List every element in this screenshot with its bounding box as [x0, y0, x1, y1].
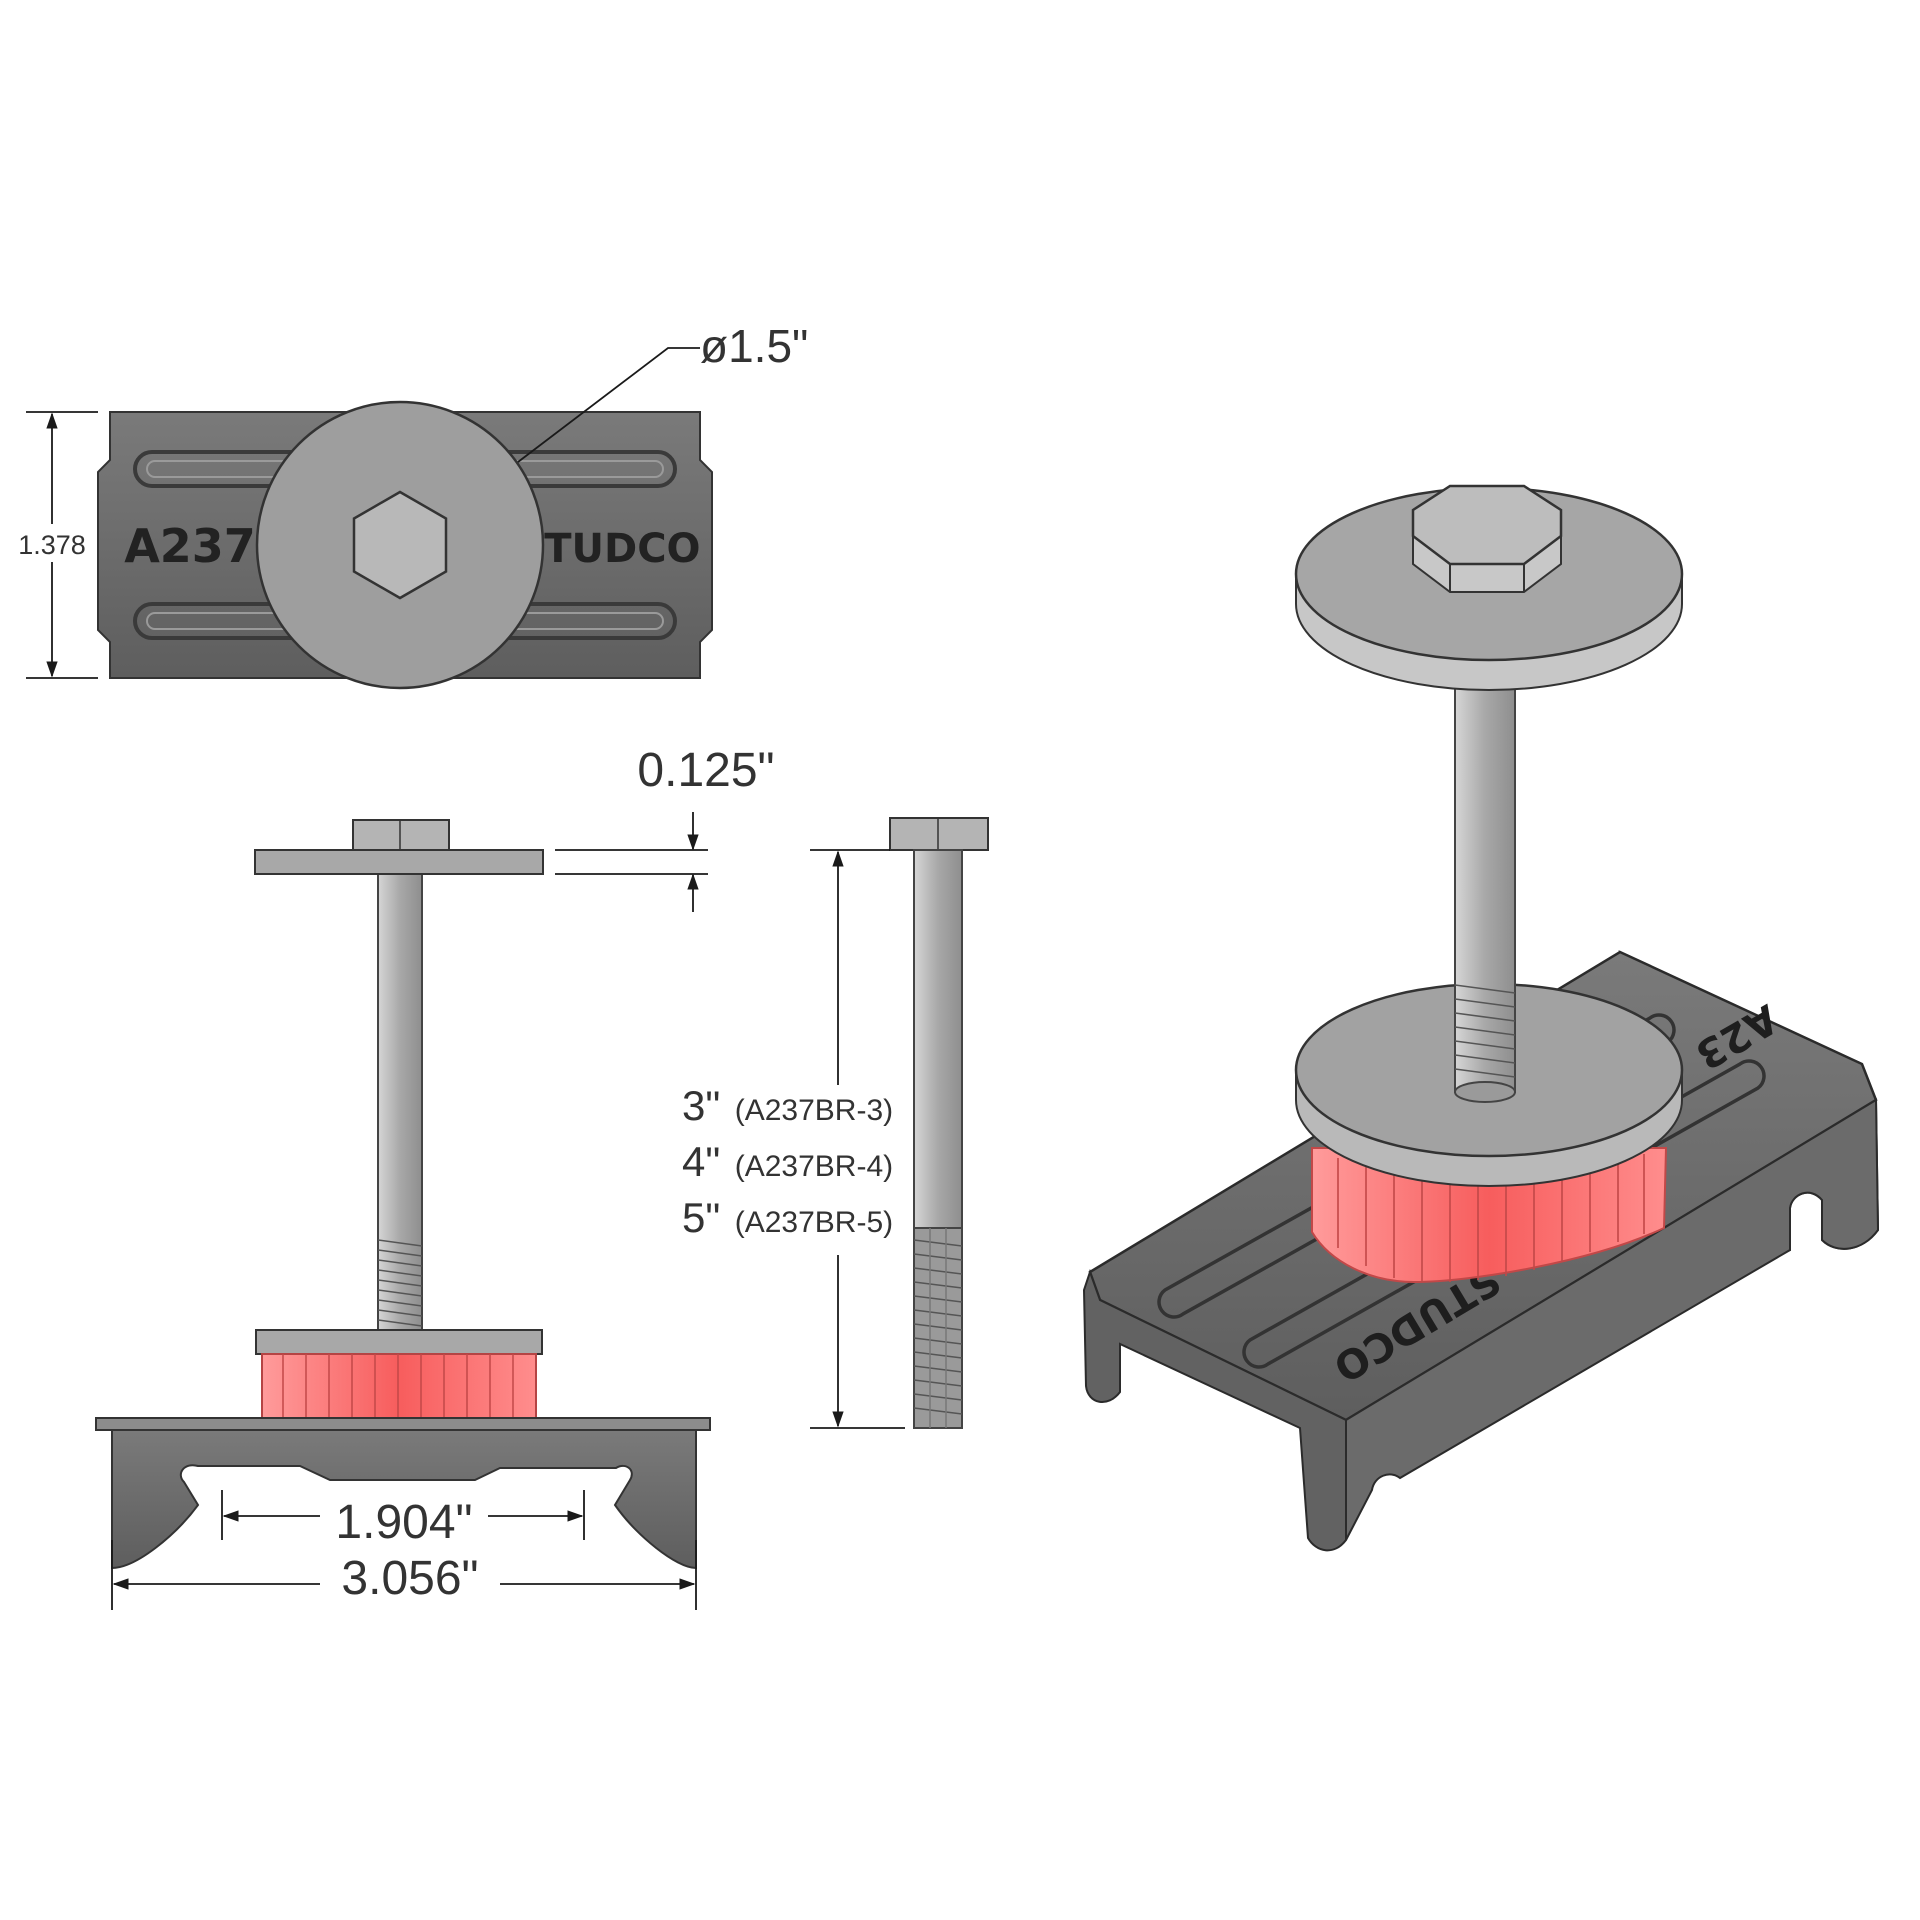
iso-channel-front — [1082, 1268, 1347, 1552]
top-view: A237 STUDCO 1.378 ø1.5" — [18, 320, 808, 690]
top-mark-left: A237 — [124, 519, 256, 573]
top-mark-right: STUDCO — [515, 526, 700, 572]
side-channel-flange — [95, 1417, 711, 1431]
bolt-head — [889, 817, 989, 851]
bolt-thread — [913, 1227, 963, 1429]
side-top-washer — [254, 849, 544, 875]
side-bottom-washer — [255, 1329, 543, 1355]
iso-channel-side — [1345, 1098, 1880, 1541]
side-rod-thread — [377, 1239, 423, 1327]
iso-rod — [1454, 681, 1516, 1093]
outer-width-label: 3.056" — [341, 1552, 478, 1605]
side-channel-body — [111, 1429, 697, 1570]
side-hex-head — [352, 819, 450, 853]
iso-hex-head-top — [1411, 484, 1563, 566]
iso-grommet — [1311, 1147, 1668, 1284]
bolt-length-3: 3" (A237BR-3) — [682, 1082, 893, 1129]
bolt-shank — [913, 849, 963, 1229]
top-hex-head — [352, 490, 448, 600]
side-view: 0.125" 1.904" 3.056" — [95, 744, 775, 1610]
bolt-length-5: 5" (A237BR-5) — [682, 1194, 893, 1241]
top-height-label: 1.378 — [18, 530, 86, 560]
bolt-thread-lines — [913, 1228, 963, 1428]
iso-view: STUDCO A23 — [1082, 484, 1880, 1552]
side-rod — [377, 869, 423, 1341]
inner-width-label: 1.904" — [335, 1496, 472, 1549]
iso-rod-thread — [1454, 984, 1516, 1078]
bolt-view: 3" (A237BR-3) 4" (A237BR-4) 5" (A237BR-5… — [682, 817, 989, 1429]
bolt-length-4: 4" (A237BR-4) — [682, 1138, 893, 1185]
bolt-length-list: 3" (A237BR-3) 4" (A237BR-4) 5" (A237BR-5… — [682, 1082, 893, 1241]
washer-thickness-label: 0.125" — [637, 744, 774, 797]
diameter-label: ø1.5" — [700, 320, 808, 372]
side-grommet — [261, 1353, 537, 1419]
